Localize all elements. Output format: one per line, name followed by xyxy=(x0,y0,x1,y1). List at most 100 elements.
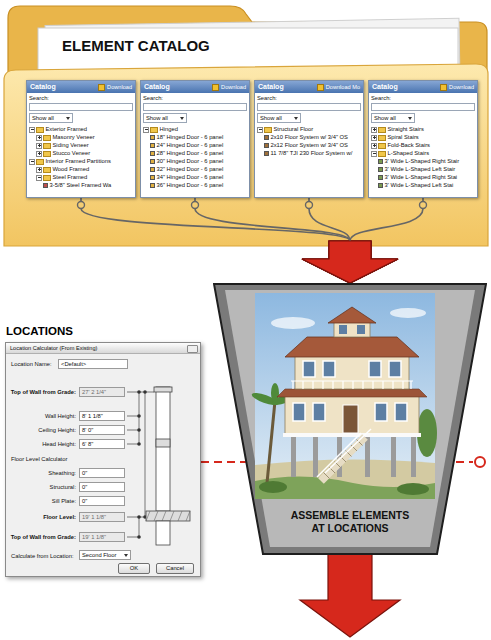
tree-label: Steel Framed xyxy=(53,173,134,181)
catalog-title: ELEMENT CATALOG xyxy=(62,37,210,55)
item-icon xyxy=(150,135,155,140)
field-label: Top of Wall from Grade: xyxy=(11,533,76,541)
tree-label: 2x12 Floor System w/ 3/4" OS xyxy=(271,141,362,149)
panel-header: CatalogDownload xyxy=(141,81,249,93)
catalog-folder: ELEMENT CATALOGCatalogDownloadSearch:Sho… xyxy=(0,0,491,246)
tree-label: 2x10 Floor System w/ 3/4" OS xyxy=(271,133,362,141)
indent xyxy=(257,141,264,142)
tree-label: 18" Hinged Door - 6 panel xyxy=(157,133,248,141)
field-label: Floor Level: xyxy=(43,513,76,521)
expander xyxy=(143,127,149,133)
indent xyxy=(371,181,378,182)
tree-label: Siding Veneer xyxy=(53,141,134,149)
house-picture xyxy=(277,389,427,397)
download-link: Download xyxy=(98,83,132,91)
indent xyxy=(143,157,150,158)
tree-item: Steel Framed xyxy=(29,173,133,181)
tree-label: 3' Wide L-Shaped Right Stair xyxy=(385,157,476,165)
item-icon xyxy=(264,151,269,156)
house-picture xyxy=(255,476,435,499)
download-icon xyxy=(98,84,105,91)
item-icon xyxy=(150,183,155,188)
house-picture xyxy=(402,381,403,389)
indent xyxy=(29,165,36,166)
indent xyxy=(143,149,150,150)
tree-label: Masonry Veneer xyxy=(53,133,134,141)
search-label: Search: xyxy=(143,94,247,102)
wall-section-drawing xyxy=(127,444,139,445)
expander xyxy=(371,143,377,149)
tree-label: 36" Hinged Door - 6 panel xyxy=(157,181,248,189)
connector-dot xyxy=(420,202,427,209)
house-picture xyxy=(342,381,343,389)
house-picture xyxy=(328,307,376,323)
item-icon xyxy=(378,167,383,172)
house-picture xyxy=(375,403,387,421)
catalog-panel: CatalogDownloadSearch:Show allStraight S… xyxy=(368,80,478,198)
wall-section-drawing xyxy=(127,517,139,518)
connector xyxy=(201,462,246,463)
expander xyxy=(371,135,377,141)
tree-item: 3' Wide L-Shaped Left Stai xyxy=(371,181,475,189)
download-icon xyxy=(212,84,219,91)
house-picture xyxy=(313,403,325,421)
wall-section-drawing xyxy=(143,390,147,394)
tree-item: Siding Veneer xyxy=(29,141,133,149)
item-icon xyxy=(264,143,269,148)
connector-line xyxy=(81,209,350,242)
filter-value: Show all xyxy=(32,115,54,121)
filter-select: Show all xyxy=(371,113,415,123)
tree-item: 30" Hinged Door - 6 panel xyxy=(143,157,247,165)
expander xyxy=(257,127,263,133)
house-picture xyxy=(324,440,363,479)
tree-item: Spiral Stairs xyxy=(371,133,475,141)
funnel-shape xyxy=(214,284,486,554)
download-label: Download xyxy=(221,83,246,91)
tree-label: Interior Framed Partitions xyxy=(46,157,134,165)
folder-icon xyxy=(264,127,272,133)
output-arrow xyxy=(300,553,400,637)
folder-icon xyxy=(378,127,386,133)
search-label: Search: xyxy=(257,94,361,102)
indent xyxy=(143,133,150,134)
tree-label: 30" Hinged Door - 6 panel xyxy=(157,157,248,165)
tree-list: Straight StairsSpiral StairsFold-Back St… xyxy=(371,125,475,189)
panel-title: Catalog xyxy=(30,83,56,91)
house-picture xyxy=(411,435,416,477)
house-picture xyxy=(292,381,293,389)
field-value: 0" xyxy=(79,496,125,506)
house-picture xyxy=(303,361,401,377)
tree-item: 11 7/8" TJI 230 Floor System w/ xyxy=(257,149,361,157)
field-label: Floor Level Calculator xyxy=(11,455,67,463)
tree-item: 36" Hinged Door - 6 panel xyxy=(143,181,247,189)
funnel-shape xyxy=(214,284,486,554)
indent xyxy=(371,165,378,166)
wall-section-drawing xyxy=(127,416,139,417)
connector-dot xyxy=(192,202,199,209)
field-label: Structural: xyxy=(50,483,76,491)
panel-header: CatalogDownload Mo xyxy=(255,81,363,93)
wall-section-drawing xyxy=(137,535,141,539)
wall-section-drawing xyxy=(137,390,141,394)
tree-list: Exterior FramedMasonry VeneerSiding Vene… xyxy=(29,125,133,189)
wall-section-drawing xyxy=(139,392,140,444)
house-picture xyxy=(332,381,333,389)
item-icon xyxy=(150,143,155,148)
field-label: Location Name: xyxy=(11,360,52,368)
indent xyxy=(371,157,378,158)
item-icon xyxy=(150,167,155,172)
house-picture xyxy=(382,381,383,389)
tree-item: Straight Stairs xyxy=(371,125,475,133)
indent xyxy=(29,133,36,134)
house-picture xyxy=(352,381,353,389)
tree-item: 2x10 Floor System w/ 3/4" OS xyxy=(257,133,361,141)
tree-item: Interior Framed Partitions xyxy=(29,157,133,165)
house-picture xyxy=(271,383,279,403)
expander xyxy=(36,175,42,181)
input-arrow xyxy=(302,241,398,283)
tree-label: 11 7/8" TJI 230 Floor System w/ xyxy=(271,149,362,157)
download-link: Download xyxy=(212,83,246,91)
field-value: 8' 0" xyxy=(79,425,125,435)
tree-label: Structural Floor xyxy=(274,125,362,133)
